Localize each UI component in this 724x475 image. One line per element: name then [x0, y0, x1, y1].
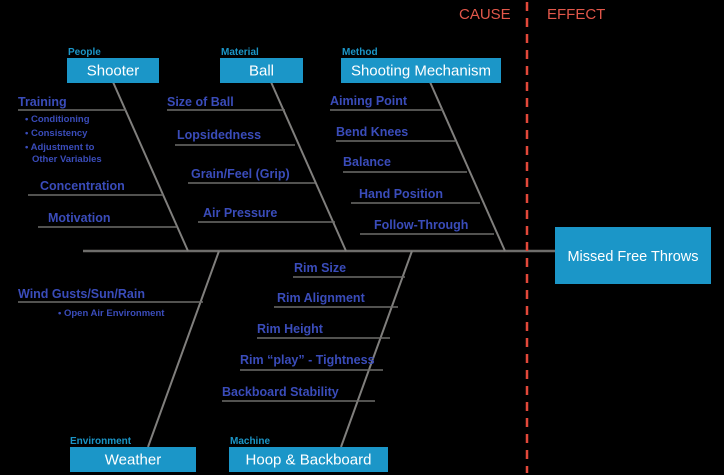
category-title-machine: Hoop & Backboard — [246, 451, 372, 468]
category-method: Shooting Mechanism Method Aiming Point B… — [330, 47, 506, 252]
bone-line-machine — [340, 250, 413, 448]
effect-zone-label: EFFECT — [547, 6, 605, 23]
cause-label-machine-0: Rim Size — [294, 261, 346, 275]
category-box-environment[interactable]: Weather — [70, 447, 196, 472]
cause-label-machine-2: Rim Height — [257, 322, 324, 336]
cause-label-method-1: Bend Knees — [336, 125, 408, 139]
sub-cause-people-2: • Adjustment to — [25, 142, 95, 153]
category-people: Shooter People Training • Conditioning •… — [18, 47, 189, 252]
sub-cause-people-0: • Conditioning — [25, 114, 90, 125]
cause-label-people-2: Motivation — [48, 211, 111, 225]
category-environment: Weather Environment Wind Gusts/Sun/Rain … — [18, 250, 220, 472]
category-tag-material: Material — [221, 47, 259, 58]
category-box-rect-environment — [70, 447, 196, 472]
effect-box-label: Missed Free Throws — [567, 249, 698, 265]
cause-label-machine-1: Rim Alignment — [277, 291, 366, 305]
category-title-material: Ball — [249, 62, 274, 79]
cause-label-method-0: Aiming Point — [330, 94, 408, 108]
category-tag-machine: Machine — [230, 436, 270, 447]
effect-box[interactable]: Missed Free Throws — [555, 227, 711, 284]
category-tag-people: People — [68, 47, 101, 58]
category-box-rect-machine — [229, 447, 388, 472]
category-tag-method: Method — [342, 47, 378, 58]
category-box-machine[interactable]: Hoop & Backboard — [229, 447, 388, 472]
bone-line-environment — [147, 250, 220, 448]
cause-label-material-0: Size of Ball — [167, 95, 234, 109]
category-box-method[interactable]: Shooting Mechanism — [341, 58, 501, 83]
category-box-rect-method — [341, 58, 501, 83]
category-box-rect-people — [67, 58, 159, 83]
category-tag-environment: Environment — [70, 436, 132, 447]
category-material: Ball Material Size of Ball Lopsidedness … — [167, 47, 347, 252]
cause-label-environment-0: Wind Gusts/Sun/Rain — [18, 287, 145, 301]
category-title-environment: Weather — [105, 451, 161, 468]
cause-label-method-3: Hand Position — [359, 187, 443, 201]
sub-cause-people-3: Other Variables — [32, 154, 102, 165]
sub-cause-environment-0: • Open Air Environment — [58, 308, 165, 319]
category-title-people: Shooter — [87, 62, 140, 79]
cause-label-people-0: Training — [18, 95, 67, 109]
cause-label-machine-4: Backboard Stability — [222, 385, 339, 399]
category-box-rect-material — [220, 58, 303, 83]
cause-label-material-2: Grain/Feel (Grip) — [191, 167, 290, 181]
sub-cause-people-1: • Consistency — [25, 128, 88, 139]
cause-zone-label: CAUSE — [459, 6, 511, 23]
category-machine: Hoop & Backboard Machine Rim Size Rim Al… — [222, 250, 413, 472]
cause-label-people-1: Concentration — [40, 179, 125, 193]
category-box-people[interactable]: Shooter — [67, 58, 159, 83]
cause-label-method-4: Follow-Through — [374, 218, 468, 232]
cause-label-machine-3: Rim “play” - Tightness — [240, 353, 375, 367]
effect-box-rect — [555, 227, 711, 284]
cause-label-material-1: Lopsidedness — [177, 128, 261, 142]
category-title-method: Shooting Mechanism — [351, 62, 491, 79]
category-box-material[interactable]: Ball — [220, 58, 303, 83]
cause-label-material-3: Air Pressure — [203, 206, 277, 220]
cause-label-method-2: Balance — [343, 155, 391, 169]
